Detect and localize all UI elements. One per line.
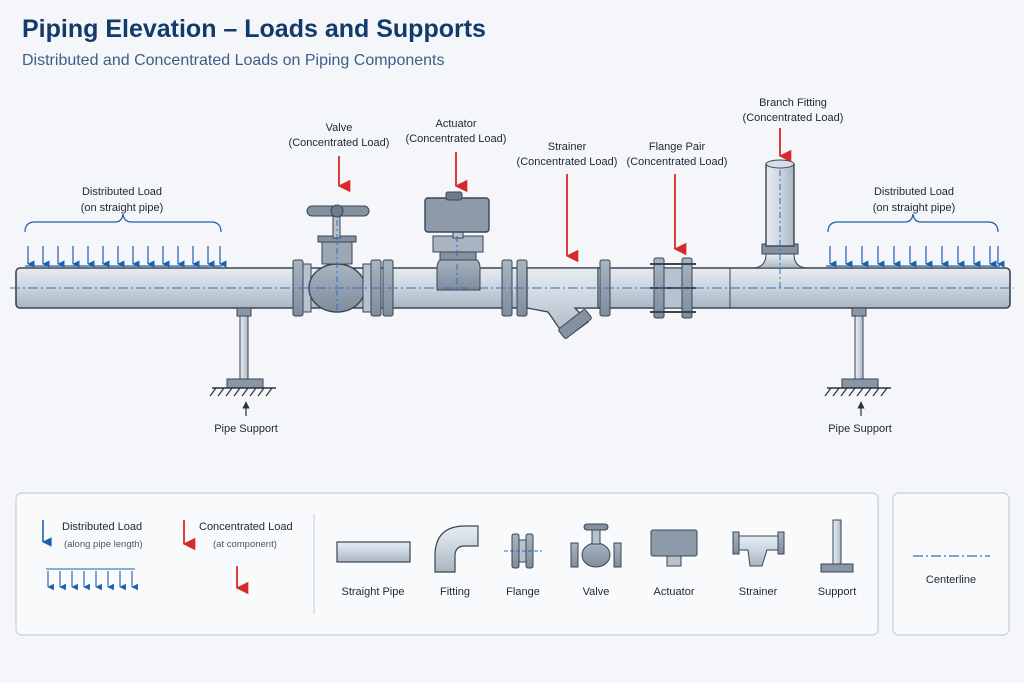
page-title: Piping Elevation – Loads and Supports xyxy=(22,15,486,43)
fitting-icon xyxy=(434,525,479,573)
flange-pair-sublabel: (Concentrated Load) xyxy=(627,156,728,168)
legend-concentrated-title: Concentrated Load xyxy=(199,521,293,533)
pipe-support-left xyxy=(209,307,276,416)
strainer-icon xyxy=(732,531,785,567)
branch-fitting-label: Branch Fitting xyxy=(759,97,827,109)
legend-centerline-label: Centerline xyxy=(926,574,976,586)
valve-component xyxy=(292,204,394,317)
strainer-label: Strainer xyxy=(548,141,587,153)
legend-item-flange: Flange xyxy=(506,586,540,598)
legend-item-fitting: Fitting xyxy=(440,586,470,598)
straight-pipe-icon xyxy=(336,541,411,563)
legend-item-valve: Valve xyxy=(583,586,610,598)
legend-item-actuator: Actuator xyxy=(654,586,695,598)
support-right-label: Pipe Support xyxy=(828,423,892,435)
actuator-component xyxy=(424,191,490,291)
page-subtitle: Distributed and Concentrated Loads on Pi… xyxy=(22,52,445,69)
distributed-load-left xyxy=(24,213,227,268)
flange-pair-label: Flange Pair xyxy=(649,141,706,153)
legend-distributed-sample xyxy=(46,568,138,591)
legend-item-support: Support xyxy=(818,586,857,598)
dist-right-label: Distributed Load xyxy=(874,186,954,198)
branch-fitting-sublabel: (Concentrated Load) xyxy=(743,112,844,124)
valve-sublabel: (Concentrated Load) xyxy=(289,137,390,149)
legend-distributed-title: Distributed Load xyxy=(62,521,142,533)
strainer-sublabel: (Concentrated Load) xyxy=(517,156,618,168)
actuator-icon xyxy=(650,529,698,567)
valve-label: Valve xyxy=(326,122,353,134)
support-left-label: Pipe Support xyxy=(214,423,278,435)
distributed-load-right xyxy=(826,213,1005,268)
legend-item-strainer: Strainer xyxy=(739,586,778,598)
dist-right-sublabel: (on straight pipe) xyxy=(873,202,956,214)
flange-icon xyxy=(504,533,542,569)
legend-item-straight-pipe: Straight Pipe xyxy=(342,586,405,598)
actuator-sublabel: (Concentrated Load) xyxy=(406,133,507,145)
dist-left-label: Distributed Load xyxy=(82,186,162,198)
dist-left-sublabel: (on straight pipe) xyxy=(81,202,164,214)
actuator-label: Actuator xyxy=(436,118,477,130)
legend-concentrated-sub: (at component) xyxy=(213,539,277,550)
legend-distributed-sub: (along pipe length) xyxy=(64,539,143,550)
valve-icon xyxy=(570,523,622,568)
strainer-component xyxy=(501,259,611,339)
pipe-support-right xyxy=(824,307,891,416)
support-icon xyxy=(820,519,854,573)
